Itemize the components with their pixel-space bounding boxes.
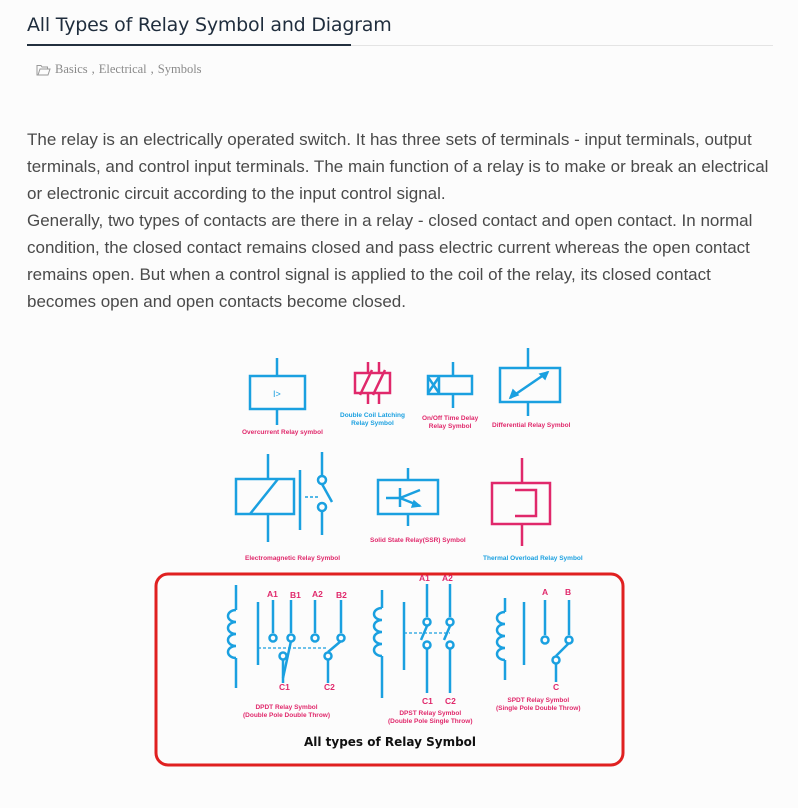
terminal-label: A2: [312, 589, 323, 599]
post-categories: Basics, Electrical, Symbols: [36, 62, 202, 77]
caption-dpdt: DPDT Relay Symbol (Double Pole Double Th…: [243, 704, 331, 719]
caption-electromagnetic: Electromagnetic Relay Symbol: [245, 555, 341, 562]
terminal-label: C2: [445, 696, 456, 706]
terminal-label: C1: [279, 682, 290, 692]
caption-on-off-time-delay: On/Off Time Delay Relay Symbol: [422, 415, 479, 430]
terminal-label: A1: [267, 589, 278, 599]
article-body: The relay is an electrically operated sw…: [27, 126, 772, 315]
figure-caption: All types of Relay Symbol: [303, 735, 477, 749]
terminal-label: A2: [442, 573, 453, 583]
category-link-basics[interactable]: Basics: [55, 62, 88, 76]
caption-overcurrent: Overcurrent Relay symbol: [242, 429, 323, 436]
category-link-electrical[interactable]: Electrical: [98, 62, 147, 76]
terminal-label: A1: [419, 573, 430, 583]
terminal-label: B: [565, 587, 572, 597]
folder-icon: [36, 64, 51, 75]
caption-differential: Differential Relay Symbol: [492, 422, 571, 429]
relay-symbols-diagram: I>: [154, 348, 625, 767]
intro-paragraph-1: The relay is an electrically operated sw…: [27, 130, 769, 203]
terminal-label: A: [542, 587, 549, 597]
category-separator: ,: [150, 62, 154, 76]
title-divider: [27, 45, 773, 46]
category-separator: ,: [91, 62, 95, 76]
caption-spdt: SPDT Relay Symbol (Single Pole Double Th…: [496, 697, 581, 712]
relay-symbols-figure: I>: [150, 340, 630, 772]
terminal-label: B1: [290, 590, 301, 600]
terminal-label: B2: [336, 590, 347, 600]
caption-double-coil: Double Coil Latching Relay Symbol: [340, 412, 405, 427]
intro-paragraph-2: Generally, two types of contacts are the…: [27, 211, 753, 311]
terminal-label: C1: [422, 696, 433, 706]
title-underline: [27, 44, 351, 46]
terminal-label: C: [553, 682, 560, 692]
overcurrent-symbol-text: I>: [273, 389, 281, 399]
page-title: All Types of Relay Symbol and Diagram: [27, 14, 392, 36]
caption-dpst: DPST Relay Symbol (Double Pole Single Th…: [388, 710, 473, 725]
category-link-symbols[interactable]: Symbols: [157, 62, 202, 76]
terminal-label: C2: [324, 682, 335, 692]
caption-ssr: Solid State Relay(SSR) Symbol: [370, 537, 466, 544]
caption-thermal-overload: Thermal Overload Relay Symbol: [483, 555, 583, 562]
